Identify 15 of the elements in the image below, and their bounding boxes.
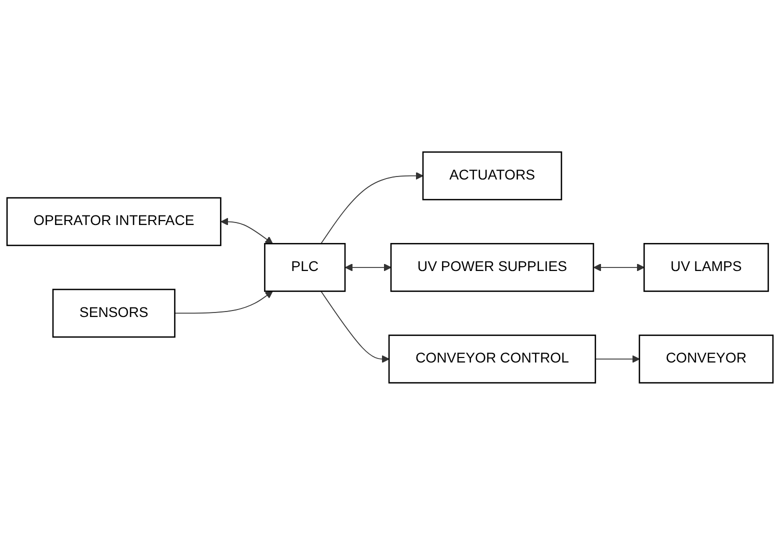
arrow: [220, 218, 273, 244]
node-box: CONVEYOR CONTROL: [388, 334, 596, 384]
arrow: [174, 290, 273, 314]
arrow: [320, 290, 390, 363]
arrow: [345, 264, 392, 272]
node-box: PLC: [264, 243, 346, 292]
arrow: [593, 264, 644, 272]
node-box: ACTUATORS: [422, 151, 562, 200]
node-box: SENSORS: [52, 288, 176, 338]
node-box: UV LAMPS: [643, 243, 769, 292]
node-box: UV POWER SUPPLIES: [390, 243, 594, 292]
arrow: [594, 355, 640, 363]
node-box: CONVEYOR: [638, 334, 774, 384]
arrow: [320, 172, 424, 244]
node-box: OPERATOR INTERFACE: [6, 197, 222, 246]
